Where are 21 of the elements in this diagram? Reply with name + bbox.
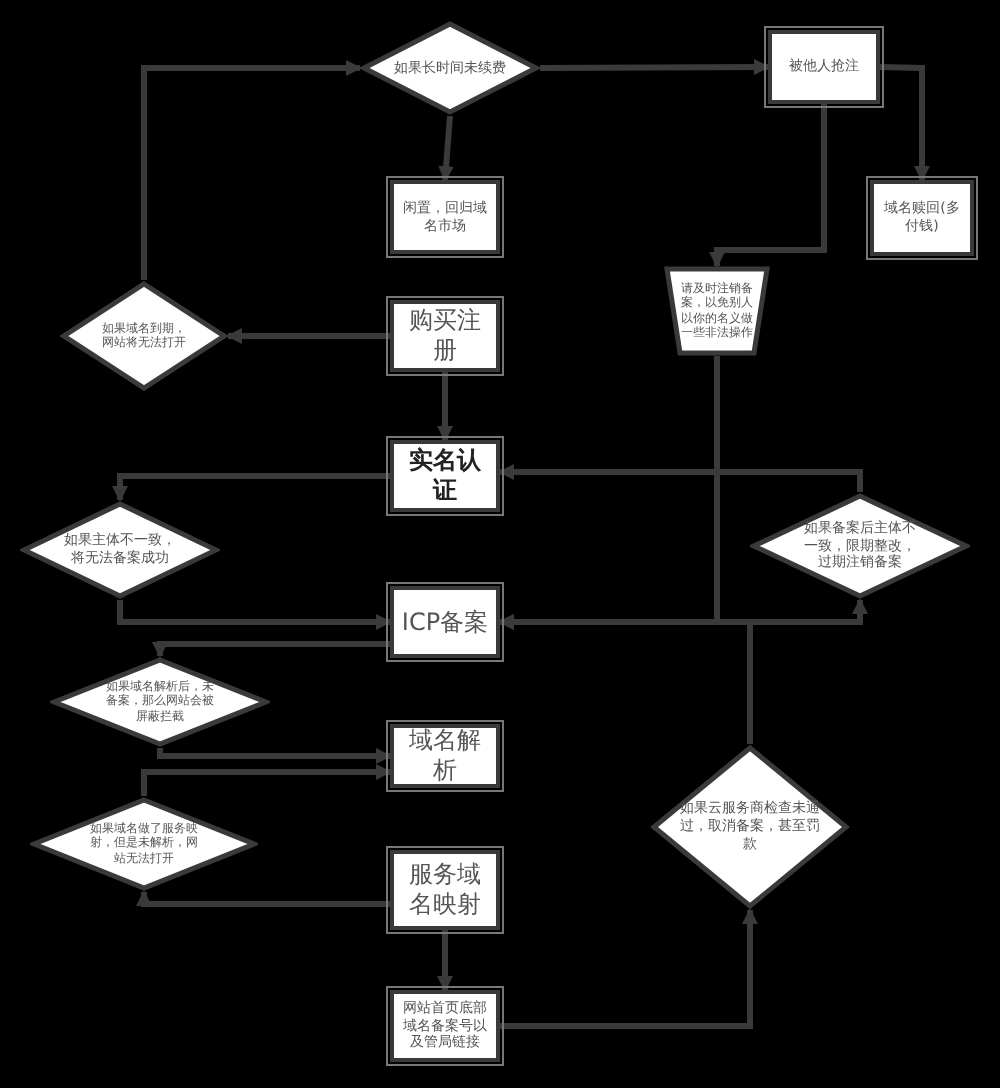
arrow	[117, 600, 392, 630]
arrow	[152, 641, 390, 658]
process-box: 实名认证	[390, 440, 500, 512]
arrow	[540, 59, 770, 76]
arrow	[112, 473, 390, 502]
arrow	[437, 930, 453, 992]
process-box: 购买注册	[390, 300, 500, 372]
process-box: 服务域名映射	[390, 850, 500, 930]
arrow	[879, 64, 930, 182]
arrow	[498, 464, 863, 492]
arrow	[500, 908, 758, 1029]
arrow	[157, 748, 392, 764]
process-box: 域名解析	[390, 724, 500, 788]
arrow	[437, 372, 453, 442]
process-box: ICP备案	[390, 586, 500, 658]
arrow	[438, 115, 455, 182]
arrow	[136, 890, 390, 907]
arrow	[141, 764, 392, 796]
arrow	[709, 104, 827, 268]
arrow	[226, 328, 390, 344]
arrow	[141, 60, 362, 280]
